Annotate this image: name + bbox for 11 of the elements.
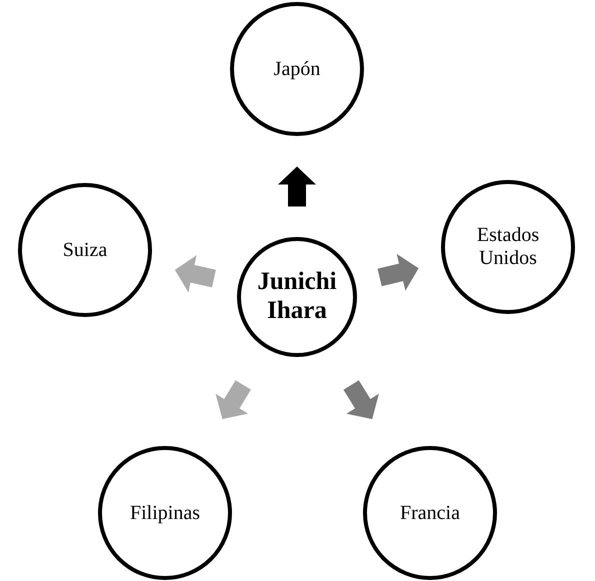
block-arrow (278, 166, 316, 206)
country-label: Filipinas (128, 502, 201, 524)
center-label: Junichi Ihara (256, 268, 338, 326)
block-arrow (344, 380, 379, 420)
country-label: Estados Unidos (476, 224, 540, 270)
block-arrow (174, 255, 216, 292)
block-arrow (216, 380, 251, 420)
country-label: Japón (272, 58, 322, 80)
block-arrow (378, 254, 419, 291)
country-label: Suiza (62, 238, 108, 262)
country-label: Francia (399, 502, 461, 524)
